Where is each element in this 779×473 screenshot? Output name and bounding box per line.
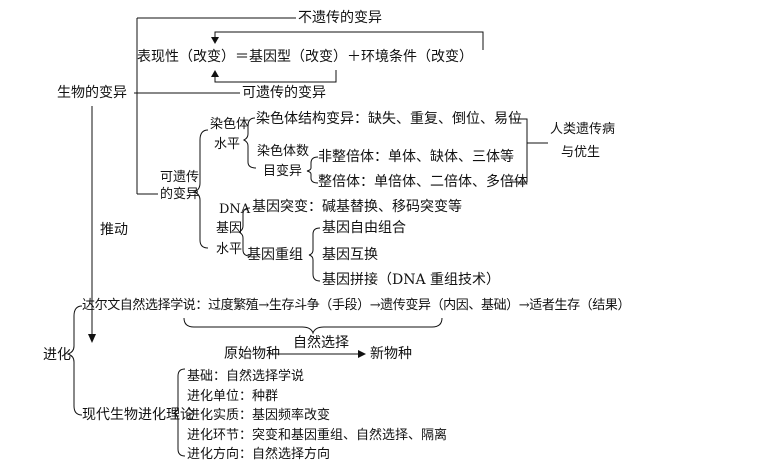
- modern-theory-item: 进化单位：种群: [187, 389, 279, 404]
- dna-level-line1: DNA: [219, 202, 251, 217]
- heritable-brace: [192, 129, 209, 249]
- arrow-up-icon: [211, 70, 219, 77]
- chromosome-level-line2: 水平: [214, 137, 241, 152]
- original-species: 原始物种: [224, 346, 280, 362]
- biological-variation-root: 生物的变异: [57, 85, 127, 101]
- variation-trunk-line: [134, 17, 296, 195]
- arrow-down-icon: [211, 37, 219, 44]
- natural-selection-brace: [183, 317, 443, 335]
- human-disease-bracket: [510, 118, 548, 183]
- chromosome-brace: [242, 117, 257, 169]
- modern-theory-brace: [172, 368, 186, 457]
- heritable-label-line2: 的变异: [160, 187, 200, 202]
- gene-recombination: 基因重组: [247, 247, 303, 263]
- evolution-brace: [66, 305, 83, 416]
- structure-variation: 染色体结构变异：缺失、重复、倒位、易位: [256, 111, 522, 127]
- modern-theory-item: 基础：自然选择学说: [187, 369, 305, 384]
- recomb-item: 基因自由组合: [322, 220, 406, 236]
- number-brace: [306, 156, 319, 184]
- dna-level-line3: 水平: [216, 242, 243, 257]
- natural-selection-label: 自然选择: [293, 335, 349, 351]
- gene-mutation: 基因突变：碱基替换、移码突变等: [252, 199, 462, 215]
- number-variation-line1: 染色体数: [257, 144, 310, 159]
- drives-label: 推动: [100, 222, 128, 238]
- new-species: 新物种: [370, 346, 412, 362]
- recombination-brace: [308, 227, 321, 282]
- modern-theory-item: 进化实质：基因频率改变: [187, 408, 331, 423]
- arrow-down-icon: [88, 334, 96, 343]
- modern-theory-item: 进化环节：突变和基因重组、自然选择、隔离: [187, 428, 448, 443]
- non-heritable-variation-label: 不遗传的变异: [298, 10, 382, 26]
- aneuploid: 非整倍体：单体、缺体、三体等: [318, 149, 514, 165]
- heritable-label-line1: 可遗传: [160, 170, 200, 185]
- non-heritable-arrow: [214, 31, 484, 50]
- dna-level-line2: 基因: [216, 221, 243, 236]
- human-disease-line2: 与优生: [561, 145, 601, 160]
- number-variation-line2: 目变异: [263, 164, 303, 179]
- dna-brace: [237, 207, 251, 257]
- heritable-arrow: [214, 70, 337, 83]
- phenotype-equation: 表现性（改变）＝基因型（改变）＋环境条件（改变）: [137, 49, 473, 65]
- modern-evolution-theory: 现代生物进化理论: [82, 407, 194, 423]
- euploid: 整倍体：单倍体、二倍体、多倍体: [318, 174, 528, 190]
- chromosome-level-line1: 染色体: [210, 117, 250, 132]
- human-disease-line1: 人类遗传病: [550, 122, 616, 137]
- recomb-item: 基因拼接（DNA 重组技术）: [322, 272, 501, 288]
- evolution-root: 进化: [43, 347, 71, 363]
- modern-theory-item: 进化方向：自然选择方向: [187, 447, 331, 462]
- heritable-variation-label: 可遗传的变异: [242, 85, 326, 101]
- darwin-theory: 达尔文自然选择学说：过度繁殖→生存斗争（手段）→遗传变异（内因、基础）→适者生存…: [82, 298, 631, 313]
- arrow-right-icon: [358, 350, 366, 358]
- recomb-item: 基因互换: [322, 247, 378, 263]
